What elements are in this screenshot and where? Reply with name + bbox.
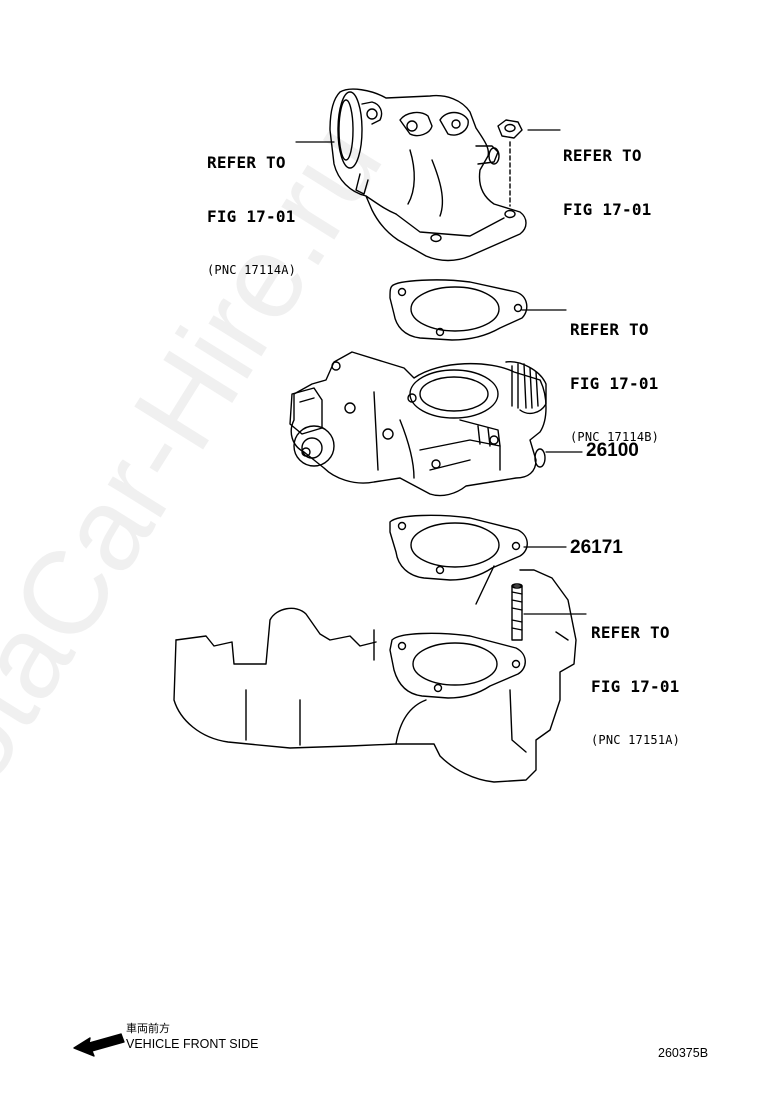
part-number-gasket[interactable]: 26171 (570, 537, 623, 558)
lower-gasket-drawing (390, 515, 527, 580)
intake-manifold-drawing (174, 566, 576, 782)
callout-line2: FIG 17-01 (207, 207, 296, 226)
callout-line1: REFER TO (591, 623, 670, 642)
throttle-body-drawing (290, 352, 546, 496)
callout-intake-connector: REFER TO FIG 17-01 (PNC 17114A) (207, 118, 296, 296)
vehicle-front-arrow-icon (74, 1034, 124, 1056)
callout-stud: REFER TO FIG 17-01 (PNC 17151A) (591, 588, 680, 766)
callout-line2: FIG 17-01 (563, 200, 652, 219)
stud-drawing (512, 584, 522, 640)
part-number-throttle-body[interactable]: 26100 (586, 440, 639, 461)
callout-line1: REFER TO (563, 146, 642, 165)
callout-pnc: (PNC 17114B) (570, 430, 660, 444)
callout-line2: FIG 17-01 (570, 374, 659, 393)
vehicle-front-label: VEHICLE FRONT SIDE (126, 1037, 259, 1051)
callout-pnc: (PNC 17151A) (591, 733, 681, 747)
nut-drawing (498, 120, 522, 206)
upper-gasket-drawing (390, 280, 527, 340)
intake-connector-drawing (330, 89, 526, 260)
callout-line1: REFER TO (207, 153, 286, 172)
callout-line1: REFER TO (570, 320, 649, 339)
illustration-code: 260375B (658, 1046, 709, 1060)
callout-upper-gasket: REFER TO FIG 17-01 (PNC 17114B) (570, 285, 659, 463)
callout-nut: REFER TO FIG 17-01 (563, 111, 652, 237)
callout-pnc: (PNC 17114A) (207, 263, 297, 277)
leader-lines (296, 130, 586, 614)
callout-line2: FIG 17-01 (591, 677, 680, 696)
vehicle-front-label-jp: 車両前方 (126, 1022, 170, 1035)
